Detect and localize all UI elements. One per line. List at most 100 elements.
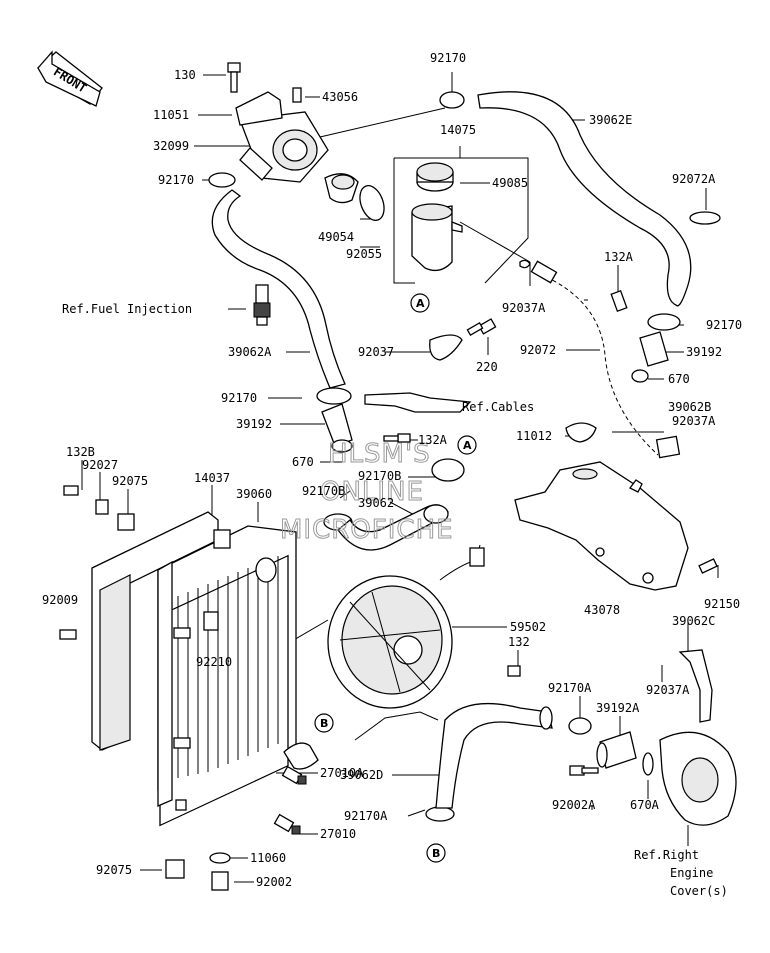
label-39062D: 39062D: [340, 768, 383, 782]
label-130: 130: [174, 68, 196, 82]
label-ref-fuel-injection: Ref.Fuel Injection: [62, 302, 192, 316]
label-220: 220: [476, 360, 498, 374]
label-39062A: 39062A: [228, 345, 272, 359]
watermark: HLSM'S ONLINE MICROFICHE: [280, 439, 454, 546]
label-92009: 92009: [42, 593, 78, 607]
gasket-92055: [359, 185, 385, 221]
callout-letter: B: [320, 717, 328, 730]
label-ref-cables: Ref.Cables: [462, 400, 534, 414]
label-92170B-b: 92170B: [302, 484, 345, 498]
label-11051: 11051: [153, 108, 189, 122]
label-92170B-a: 92170B: [358, 469, 401, 483]
callout-letter: A: [416, 297, 425, 310]
label-92075-bottom: 92075: [96, 863, 132, 877]
label-92170-right: 92170: [706, 318, 742, 332]
small-hose-92037A: [519, 259, 558, 284]
thermostat-housing-32099: [227, 62, 329, 183]
label-132B: 132B: [66, 445, 95, 459]
radiator-assembly-39060: [91, 511, 319, 827]
hose-39062A: [211, 189, 346, 389]
watermark-line-3: MICROFICHE: [280, 515, 454, 545]
label-92170-mid: 92170: [221, 391, 257, 405]
label-132: 132: [508, 635, 530, 649]
thermostat-49054: [324, 173, 359, 204]
hose-39062C: [678, 649, 713, 723]
label-49085: 49085: [492, 176, 528, 190]
label-39192-right: 39192: [686, 345, 722, 359]
label-92027: 92027: [82, 458, 118, 472]
bolt-132A-mid: [383, 433, 411, 443]
callout-B-2: B: [426, 843, 446, 863]
label-670-mid: 670: [292, 455, 314, 469]
clamp-92037: [429, 334, 463, 361]
reservoir-cap-11012: [565, 422, 597, 443]
label-39192A: 39192A: [596, 701, 640, 715]
label-92037A-right: 92037A: [672, 414, 716, 428]
label-39060: 39060: [236, 487, 272, 501]
part-labels: 130 11051 43056 32099 92170 92170 39062E…: [42, 51, 742, 898]
label-39062C: 39062C: [672, 614, 715, 628]
label-covers: Cover(s): [670, 884, 728, 898]
label-92150: 92150: [704, 597, 740, 611]
label-39062E: 39062E: [589, 113, 632, 127]
label-27010A: 27010A: [320, 766, 364, 780]
cooling-fan-59502: [327, 544, 521, 741]
pipe-39192-right: [610, 289, 669, 383]
cables-bracket: [364, 392, 472, 413]
radiator-mount-parts: [59, 485, 231, 891]
callout-letter: B: [432, 847, 440, 860]
radiator-cap-49085: [416, 162, 454, 192]
label-39062: 39062: [358, 496, 394, 510]
reservoir-tank-43078: [514, 461, 718, 591]
label-92210: 92210: [196, 655, 232, 669]
label-43078: 43078: [584, 603, 620, 617]
label-14075: 14075: [440, 123, 476, 137]
callout-A-2: A: [457, 435, 477, 455]
label-39062B: 39062B: [668, 400, 711, 414]
label-132A-mid: 132A: [418, 433, 448, 447]
pipe-39192-mid: [321, 403, 353, 453]
leader-lines: [81, 72, 719, 883]
callout-B-1: B: [314, 713, 334, 733]
label-92170-top: 92170: [430, 51, 466, 65]
label-92037A-low: 92037A: [646, 683, 690, 697]
watermark-line-1: HLSM'S: [328, 439, 431, 469]
label-11060: 11060: [250, 851, 286, 865]
hose-clamps: [208, 91, 721, 822]
pipe-39192A: [569, 731, 654, 776]
label-92075-top: 92075: [112, 474, 148, 488]
label-92002: 92002: [256, 875, 292, 889]
front-direction-arrow: FRONT: [37, 50, 103, 107]
label-59502: 59502: [510, 620, 546, 634]
label-27010: 27010: [320, 827, 356, 841]
label-ref-right: Ref.Right: [634, 848, 699, 862]
label-92170A-right: 92170A: [548, 681, 592, 695]
label-92002A: 92002A: [552, 798, 596, 812]
bolt-220: [466, 318, 497, 336]
filler-neck-14075: [411, 203, 463, 272]
label-92072: 92072: [520, 343, 556, 357]
upper-hose-39062E: [477, 91, 692, 307]
label-92170A-bottom: 92170A: [344, 809, 388, 823]
hose-39062B: [655, 435, 681, 459]
label-132A-top: 132A: [604, 250, 634, 264]
label-11012: 11012: [516, 429, 552, 443]
label-670-right: 670: [668, 372, 690, 386]
temperature-sensors: [273, 765, 307, 835]
label-43056: 43056: [322, 90, 358, 104]
label-92055: 92055: [346, 247, 382, 261]
label-92170-left: 92170: [158, 173, 194, 187]
label-92037: 92037: [358, 345, 394, 359]
watermark-line-2: ONLINE: [320, 477, 424, 507]
label-670A: 670A: [630, 798, 660, 812]
label-49054: 49054: [318, 230, 354, 244]
label-92037A-mid: 92037A: [502, 301, 546, 315]
label-32099: 32099: [153, 139, 189, 153]
label-engine: Engine: [670, 866, 713, 880]
callout-letter: A: [463, 439, 472, 452]
callout-A-1: A: [410, 293, 430, 313]
fuel-injection-sensor: [253, 284, 271, 326]
label-39192-mid: 39192: [236, 417, 272, 431]
label-92072A: 92072A: [672, 172, 716, 186]
